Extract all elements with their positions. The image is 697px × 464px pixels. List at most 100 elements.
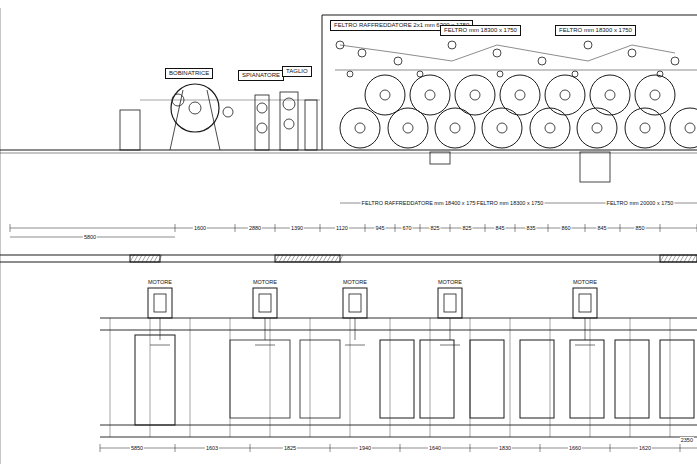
hatch-line (146, 255, 150, 262)
wall-block (660, 255, 697, 262)
dimension-tick (420, 224, 421, 232)
felt-roll (538, 57, 546, 65)
felt-roll (584, 41, 592, 49)
dryer-cylinder (577, 108, 617, 148)
motor-box (253, 288, 277, 318)
dryer-cylinder (635, 75, 675, 115)
wall-block (275, 255, 340, 262)
rail-line (100, 330, 697, 331)
dimension-line (100, 448, 697, 449)
drive-shaft (160, 318, 161, 340)
floor-line (0, 153, 697, 154)
felt-roll (493, 49, 501, 57)
hatch-line (158, 255, 162, 262)
guide-roll (257, 103, 267, 113)
dimension-text: 2880 (248, 225, 262, 231)
dimension-tick (620, 224, 621, 232)
dimension-tick (485, 224, 486, 232)
machine-frame (305, 100, 317, 150)
cross-bar (510, 318, 511, 437)
hatch-line (279, 255, 283, 262)
dimension-tick (175, 444, 176, 452)
dryer-cylinder (670, 108, 697, 148)
dimension-tick (400, 444, 401, 452)
cross-bar (310, 318, 311, 437)
dimension-tick (275, 224, 276, 232)
motor-body (349, 294, 361, 312)
label-box: SPIANATORE (238, 70, 284, 81)
dimension-text: 945 (374, 225, 385, 231)
gear-line (575, 345, 595, 346)
cylinder-hub (425, 90, 435, 100)
dimension-text: 845 (494, 225, 505, 231)
hatch-line (295, 255, 299, 262)
dimension-tick (680, 444, 681, 452)
hatch-line (299, 255, 303, 262)
dimension-text: 1120 (335, 225, 349, 231)
hatch-line (323, 255, 327, 262)
dryer-cylinder (388, 108, 428, 148)
hatch-line (283, 255, 287, 262)
drawing-line (207, 90, 220, 150)
enclosure-line (322, 15, 323, 150)
floor-line (0, 149, 697, 150)
label-box: TAGLIO (282, 66, 312, 77)
felt-roll (657, 71, 663, 77)
dimension-tick (585, 224, 586, 232)
dryer-cylinder (482, 108, 522, 148)
cross-bar (150, 318, 151, 437)
reel-plan (135, 335, 175, 425)
hatch-line (150, 255, 154, 262)
cross-bar (590, 318, 591, 437)
cylinder-hub (450, 123, 460, 133)
felt-roll (417, 71, 423, 77)
cross-bar (390, 318, 391, 437)
cylinder-hub (380, 90, 390, 100)
dimension-text: 670 (401, 225, 412, 231)
felt-roll (671, 57, 679, 65)
cross-bar (350, 318, 351, 437)
cylinder-plan (660, 340, 694, 418)
hatch-line (307, 255, 311, 262)
motor-box (148, 288, 172, 318)
hatch-line (291, 255, 295, 262)
hatch-line (303, 255, 307, 262)
dimension-text: 1940 (358, 445, 372, 451)
motor-label: MOTORE (437, 279, 463, 285)
motor-box (573, 288, 597, 318)
dryer-cylinder (545, 75, 585, 115)
hatch-line (680, 255, 684, 262)
hatch-line (676, 255, 680, 262)
cylinder-hub (605, 90, 615, 100)
felt-roll (497, 71, 503, 77)
felt-label: FELTRO mm 20000 x 1750 (606, 200, 675, 206)
dryer-cylinder (410, 75, 450, 115)
label-box: FELTRO mm 18300 x 1750 (555, 25, 636, 36)
dimension-tick (660, 224, 661, 232)
drive-shaft (585, 318, 586, 340)
hatch-line (696, 255, 697, 262)
dimension-line (10, 228, 697, 229)
motor-box (343, 288, 367, 318)
guide-roll (223, 107, 233, 117)
guide-roll (257, 123, 267, 133)
motor-label: MOTORE (147, 279, 173, 285)
cross-bar (550, 318, 551, 437)
label-box: BOBINATRICE (165, 68, 213, 79)
motor-box (438, 288, 462, 318)
cylinder-hub (640, 123, 650, 133)
dimension-tick (470, 444, 471, 452)
wall-line (0, 255, 697, 256)
cross-bar (270, 318, 271, 437)
dimension-tick (515, 224, 516, 232)
gear-line (255, 345, 275, 346)
reel-hub (189, 102, 201, 114)
gear-line (440, 345, 460, 346)
hatch-line (311, 255, 315, 262)
wall-block (130, 255, 160, 262)
hatch-line (315, 255, 319, 262)
dimension-tick (250, 444, 251, 452)
hatch-line (331, 255, 335, 262)
dryer-cylinder (435, 108, 475, 148)
felt-label: FELTRO mm 18300 x 1750 (476, 200, 545, 206)
